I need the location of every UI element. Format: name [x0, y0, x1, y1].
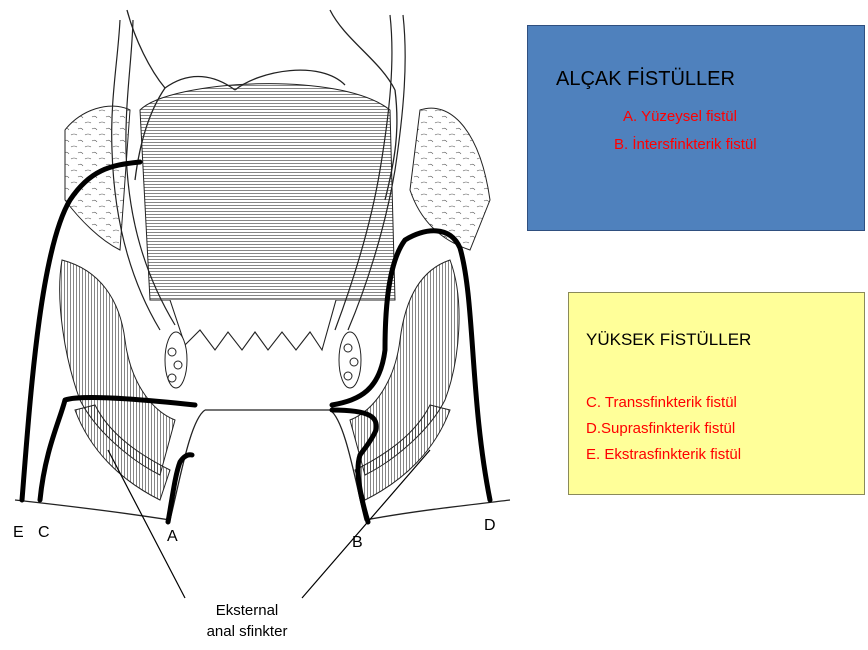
- rectal-mucosa: [140, 84, 395, 350]
- label-c: C: [38, 524, 50, 542]
- high-fistulas-box: YÜKSEK FİSTÜLLER C. Transsfinkterik fist…: [568, 292, 865, 495]
- label-a: A: [167, 528, 178, 546]
- high-fistulas-title: YÜKSEK FİSTÜLLER: [586, 330, 751, 350]
- low-fistulas-box: ALÇAK FİSTÜLLER A. Yüzeysel fistül B. İn…: [527, 25, 865, 231]
- fistula-a-superficial: [168, 455, 192, 522]
- caption-line-1: Eksternal: [195, 600, 299, 621]
- label-d: D: [484, 517, 496, 535]
- high-fistula-item-d: D.Suprasfinkterik fistül: [586, 420, 735, 437]
- low-fistula-item-b: B. İntersfinkterik fistül: [614, 136, 757, 153]
- low-fistulas-title: ALÇAK FİSTÜLLER: [556, 68, 735, 91]
- high-fistula-item-c: C. Transsfinkterik fistül: [586, 394, 737, 411]
- high-fistula-item-e: E. Ekstrasfinkterik fistül: [586, 446, 741, 463]
- low-fistula-item-a: A. Yüzeysel fistül: [623, 108, 737, 125]
- label-b: B: [352, 534, 363, 552]
- caption-line-2: anal sfinkter: [195, 621, 299, 642]
- label-e: E: [13, 524, 24, 542]
- external-sphincter-caption: Eksternal anal sfinkter: [195, 600, 299, 642]
